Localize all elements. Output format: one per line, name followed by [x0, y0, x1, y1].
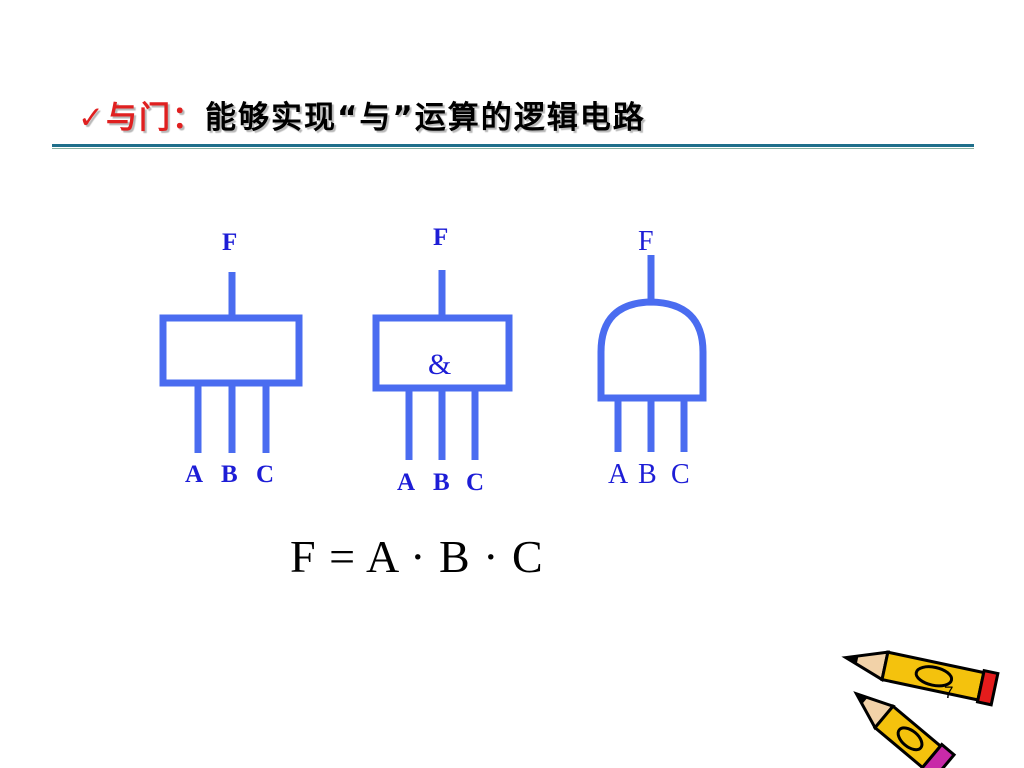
- and-gate-rectangular: [159, 272, 303, 453]
- and-formula: F = A · B · C: [290, 531, 544, 582]
- title-underline: [52, 144, 974, 147]
- gate1-input-b-label: B: [221, 461, 238, 488]
- gate3-input-c-label: C: [671, 459, 690, 490]
- gate2-and-symbol: &: [428, 348, 451, 381]
- and-gate-distinctive: [597, 255, 707, 452]
- gate1-input-c-label: C: [256, 461, 274, 488]
- gate1-output-label: F: [222, 229, 237, 256]
- slide-title: ✓与门：能够实现“与”运算的逻辑电路: [78, 92, 646, 137]
- page-number: 7: [944, 683, 954, 702]
- gate3-input-b-label: B: [638, 459, 657, 490]
- gate2-input-b-label: B: [433, 469, 450, 496]
- title-term: 与门：: [105, 100, 205, 136]
- checkmark-icon: ✓: [78, 100, 106, 136]
- gate2-output-label: F: [433, 224, 448, 251]
- pencils-icon: [841, 650, 1000, 768]
- gate1-body: [159, 314, 303, 387]
- title-underline-shadow: [52, 148, 974, 149]
- and-gate-iec: [372, 270, 513, 460]
- gate1-input-a-label: A: [185, 461, 203, 488]
- gate3-input-a-label: A: [608, 459, 629, 490]
- gate2-input-c-label: C: [466, 469, 484, 496]
- title-description: 能够实现“与”运算的逻辑电路: [204, 100, 646, 136]
- gate2-input-a-label: A: [397, 469, 415, 496]
- gate3-output-label: F: [638, 226, 654, 257]
- gate3-body: [597, 298, 707, 402]
